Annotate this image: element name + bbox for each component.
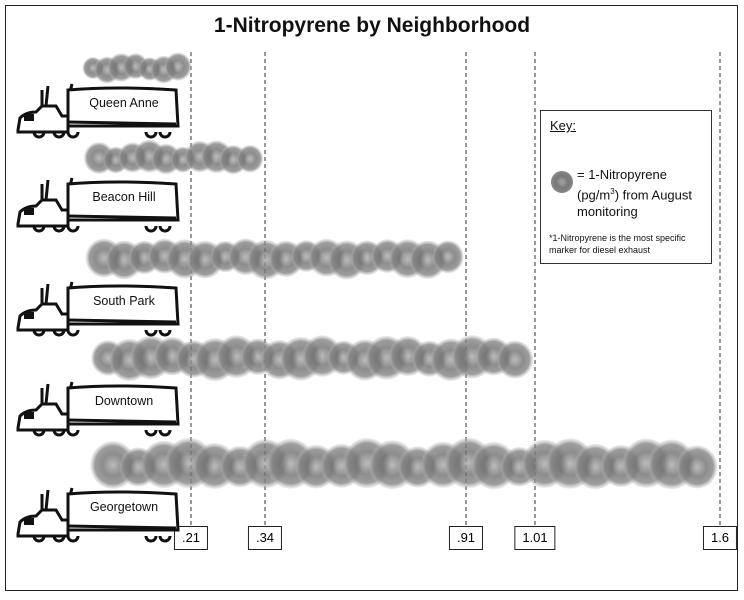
- truck-icon: South Park: [16, 280, 186, 342]
- truck-icon: Georgetown: [16, 486, 186, 548]
- truck-icon: Queen Anne: [16, 82, 186, 144]
- key-note: *1-Nitropyrene is the most specific mark…: [549, 233, 686, 255]
- truck-icon: Beacon Hill: [16, 176, 186, 238]
- bar-downtown: [91, 335, 534, 382]
- bar-beacon-hill: [83, 139, 264, 175]
- neighborhood-label: Queen Anne: [89, 96, 159, 110]
- truck-icon: Downtown: [16, 380, 186, 442]
- tick-label: 1.6: [702, 526, 738, 550]
- nitropyrene-marker: [676, 445, 718, 489]
- nitropyrene-marker: [236, 144, 264, 173]
- nitropyrene-marker-icon: [551, 171, 573, 193]
- tick-label: .21: [173, 526, 209, 550]
- key-desc-2a: (pg/m: [577, 187, 611, 203]
- neighborhood-label: Beacon Hill: [92, 190, 156, 204]
- key-description: = 1-Nitropyrene (pg/m3) from August moni…: [577, 166, 707, 220]
- neighborhood-label: Downtown: [94, 394, 154, 408]
- key-desc-2b: ) from August: [614, 187, 692, 203]
- bar-georgetown: [90, 437, 718, 490]
- key-desc-1: = 1-Nitropyrene: [577, 167, 667, 182]
- bar-queen-anne: [82, 52, 192, 84]
- legend-key: Key: = 1-Nitropyrene (pg/m3) from August…: [540, 110, 712, 264]
- key-title: Key:: [550, 118, 577, 133]
- neighborhood-label: Georgetown: [89, 500, 159, 514]
- key-desc-sup: 3: [610, 187, 615, 196]
- nitropyrene-marker: [496, 340, 534, 379]
- tick-label: 1.01: [514, 526, 556, 550]
- nitropyrene-marker: [432, 240, 464, 274]
- bar-south-park: [85, 238, 464, 280]
- key-desc-3: monitoring: [577, 204, 638, 220]
- neighborhood-label: South Park: [93, 294, 155, 308]
- tick-label: .34: [247, 526, 283, 550]
- tick-label: .91: [448, 526, 484, 550]
- chart-title: 1-Nitropyrene by Neighborhood: [213, 14, 531, 37]
- nitropyrene-marker: [164, 52, 192, 81]
